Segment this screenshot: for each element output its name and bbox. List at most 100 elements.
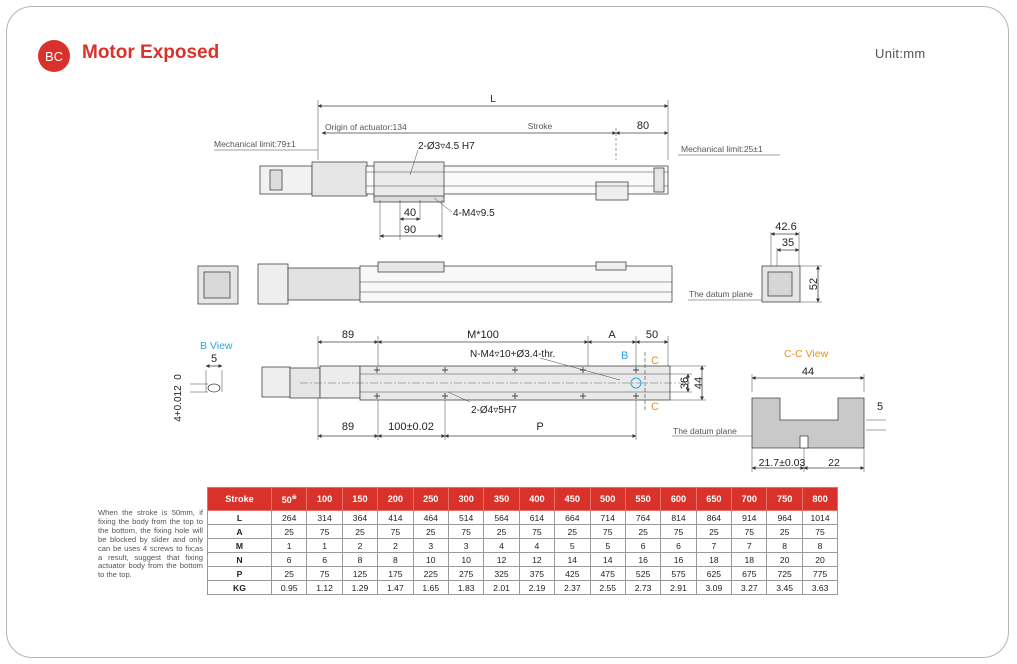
table-cell: 2.37 [554,580,591,595]
dim-90: 90 [404,224,416,236]
cc-view [672,374,886,472]
stroke-header-cell: 450 [554,487,591,511]
datum-plane-cc: The datum plane [673,426,737,436]
table-cell: 2.19 [518,580,556,595]
top-view [214,100,780,240]
table-header-label: Stroke [207,487,272,511]
dim-40: 40 [404,207,416,219]
table-cell: 18 [731,552,768,567]
table-cell: 18 [695,552,733,567]
table-cell: 525 [624,566,662,581]
side-view [197,232,822,305]
stroke-header-cell: 150 [341,487,379,511]
table-cell: 25 [270,566,308,581]
dim-l: L [490,94,496,105]
stroke-header-cell: 250 [412,487,449,511]
row-label: KG [207,580,272,595]
table-cell: 1 [306,538,343,553]
table-cell: 1014 [801,510,839,525]
stroke-note: When the stroke is 50mm, if fixing the b… [98,508,203,580]
bottom-view-labels: 89 M*100 A 50 N-M4▿10+Ø3.4-thr. 2-Ø4▿5H7… [342,329,705,433]
table-cell: 75 [589,524,626,539]
cc-dim-21-7: 21.7±0.03 [759,457,806,469]
table-cell: 625 [695,566,733,581]
table-cell: 2.73 [624,580,662,595]
table-cell: 425 [554,566,591,581]
stroke-header-cell: 300 [447,487,485,511]
cc-view-labels: C-C View 44 5 The datum plane 21.7±0.03 … [673,348,883,469]
table-cell: 3.63 [801,580,839,595]
top-view-labels: L Origin of actuator:134 Stroke 80 Mecha… [214,94,763,236]
table-cell: 325 [483,566,520,581]
table-cell: 764 [624,510,662,525]
table-cell: 475 [589,566,626,581]
table-cell: 725 [766,566,803,581]
table-cell: 12 [483,552,520,567]
table-cell: 75 [801,524,839,539]
table-cell: 614 [518,510,556,525]
table-cell: 2 [341,538,379,553]
table-cell: 175 [377,566,414,581]
stroke-header-cell: 650 [695,487,733,511]
table-cell: 4 [483,538,520,553]
b-view-title: B View [200,340,233,352]
table-cell: 575 [660,566,697,581]
table-cell: 75 [377,524,414,539]
hole-note-top: 2-Ø3▿4.5 H7 [418,141,475,152]
table-cell: 1 [270,538,308,553]
stroke-header-cell: 600 [660,487,697,511]
row-label: N [207,552,272,567]
table-cell: 2.01 [483,580,520,595]
stroke-note-mark: ※ [291,494,297,501]
table-cell: 225 [412,566,449,581]
table-cell: 25 [766,524,803,539]
table-cell: 10 [412,552,449,567]
table-cell: 675 [731,566,768,581]
dim-a: A [608,329,616,341]
table-cell: 275 [447,566,485,581]
table-cell: 125 [341,566,379,581]
dim-p: P [536,421,543,433]
page-title: Motor Exposed [82,42,220,63]
row-label: M [207,538,272,553]
dim-36: 36 [679,377,691,389]
table-cell: 6 [660,538,697,553]
table-cell: 25 [483,524,520,539]
tap-note-top: 4-M4▿9.5 [453,208,495,219]
table-cell: 2 [377,538,414,553]
row-label: P [207,566,272,581]
table-cell: 25 [270,524,308,539]
stroke-header-cell: 350 [483,487,520,511]
table-cell: 464 [412,510,449,525]
table-cell: 564 [483,510,520,525]
label-b: B [621,350,628,362]
dim-50: 50 [646,329,658,341]
pin-note-bottom: 2-Ø4▿5H7 [471,405,517,416]
table-cell: 2.91 [660,580,697,595]
table-cell: 20 [801,552,839,567]
stroke-label: Stroke [528,121,553,131]
table-cell: 414 [377,510,414,525]
table-cell: 75 [447,524,485,539]
table-cell: 25 [554,524,591,539]
table-cell: 264 [270,510,308,525]
b-view-dim-tol: 4+0.012 0 [173,374,184,422]
table-cell: 25 [695,524,733,539]
table-cell: 16 [624,552,662,567]
table-cell: 8 [341,552,379,567]
table-cell: 75 [660,524,697,539]
row-label: L [207,510,272,525]
origin-label: Origin of actuator:134 [325,122,407,132]
table-cell: 364 [341,510,379,525]
stroke-header-cell: 550 [624,487,662,511]
table-cell: 75 [306,566,343,581]
datum-plane-side: The datum plane [689,289,753,299]
stroke-header-cell: 100 [306,487,343,511]
table-cell: 8 [377,552,414,567]
table-cell: 7 [731,538,768,553]
table-cell: 75 [731,524,768,539]
